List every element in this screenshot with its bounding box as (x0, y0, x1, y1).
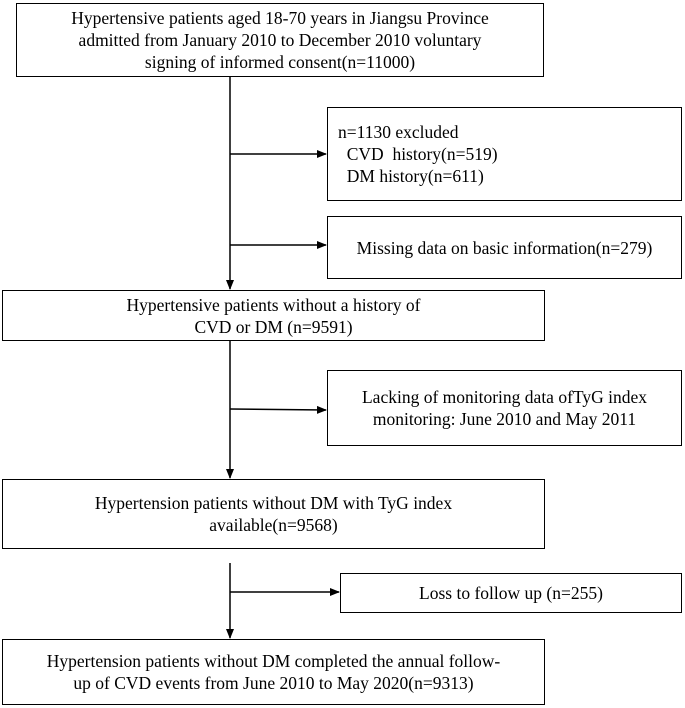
arrow-to-excl3 (229, 405, 327, 414)
box-completed-follow-up: Hypertension patients without DM complet… (2, 639, 545, 705)
box-tyg-available-line-1: Hypertension patients without DM with Ty… (94, 493, 453, 513)
box-lacking-tyg-line-2: monitoring: June 2010 and May 2011 (372, 409, 637, 429)
box-loss-follow-up-line-1: Loss to follow up (n=255) (419, 583, 603, 603)
box-lacking-tyg-line-1: Lacking of monitoring data ofTyG index (361, 387, 648, 407)
box-completed-follow-up-line-1: Hypertension patients without DM complet… (46, 651, 501, 671)
box-without-history-line-1: Hypertensive patients without a history … (126, 294, 421, 315)
box-excluded-history-line-3: DM history(n=611) (338, 166, 484, 186)
box-without-history-line-2: CVD or DM (n=9591) (194, 316, 353, 337)
box-missing-data-line-1: Missing data on basic information(n=279) (356, 237, 653, 258)
box-without-history: Hypertensive patients without a history … (2, 290, 545, 341)
box-excluded-history-line-1: n=1130 excluded (338, 122, 459, 142)
box-completed-follow-up-line-2: up of CVD events from June 2010 to May 2… (73, 673, 474, 693)
box-excluded-history-line-2: CVD history(n=519) (338, 144, 498, 164)
box-enrolled-line-2: admitted from January 2010 to December 2… (78, 30, 482, 50)
box-missing-data: Missing data on basic information(n=279) (327, 216, 682, 279)
box-enrolled: Hypertensive patients aged 18-70 years i… (16, 3, 544, 77)
box-lacking-tyg: Lacking of monitoring data ofTyG index m… (327, 370, 682, 446)
box-enrolled-line-3: signing of informed consent(n=11000) (144, 52, 416, 72)
box-tyg-available: Hypertension patients without DM with Ty… (2, 479, 545, 549)
box-enrolled-line-1: Hypertensive patients aged 18-70 years i… (71, 8, 489, 28)
box-tyg-available-line-2: available(n=9568) (209, 515, 338, 535)
box-excluded-history: n=1130 excluded CVD history(n=519) DM hi… (327, 107, 682, 201)
box-loss-follow-up: Loss to follow up (n=255) (340, 573, 682, 613)
